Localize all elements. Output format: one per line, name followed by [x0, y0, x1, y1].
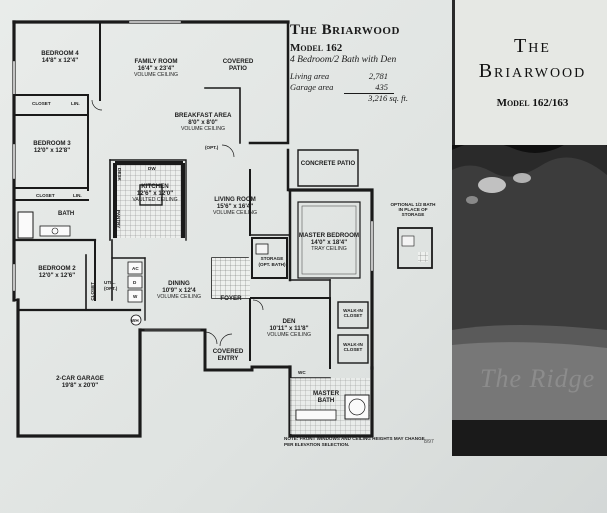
label-walkin-1: WALK-IN CLOSET [343, 308, 363, 318]
label-w: W [133, 294, 138, 299]
label-storage: STORAGE [260, 256, 284, 261]
label-pantry: PANTRY [116, 210, 121, 229]
label-walkin-2: WALK-IN CLOSET [343, 342, 363, 352]
room-covered-patio: COVERED PATIO [222, 58, 254, 72]
landscape-photo [452, 131, 607, 456]
label-wc: WC [298, 370, 306, 375]
brand-panel-header: The Briarwood Model 162/163 [452, 0, 607, 145]
label-util-opt: (OPT.) [104, 286, 118, 291]
label-lin-1: LIN. [71, 101, 80, 106]
room-covered-entry: COVERED ENTRY [212, 348, 244, 362]
label-ac: AC [132, 266, 139, 271]
label-closet-1: CLOSET [32, 101, 51, 106]
model-number: Model 162 [290, 42, 343, 54]
brand-model: Model 162/163 [496, 97, 569, 109]
label-closet-2: CLOSET [36, 193, 55, 198]
room-concrete-patio: CONCRETE PATIO [300, 160, 356, 167]
label-closet-bed2: CLOSET [90, 282, 95, 301]
label-opt-door: (OPT.) [205, 145, 219, 150]
label-d: D [133, 280, 137, 285]
footer-note: NOTE: FRONT WINDOWS AND CEILING HEIGHTS … [284, 436, 425, 447]
title-block: The Briarwood Model 162 4 Bedroom/2 Bath… [290, 22, 440, 104]
label-bath: BATH [58, 211, 75, 217]
brand-panel: The Briarwood Model 162/163 The Ridge [452, 0, 607, 456]
date-code: 8/97 [424, 439, 434, 445]
label-dw: DW [148, 166, 156, 171]
label-storage-opt: (OPT. BATH) [258, 262, 286, 267]
room-master-bath: MASTER BATH [312, 390, 340, 404]
floor-plan [12, 20, 433, 438]
label-wh: WH [131, 318, 139, 323]
label-desk: DESK [117, 168, 122, 181]
room-foyer: FOYER [220, 295, 242, 302]
brand-title: The Briarwood [478, 35, 587, 82]
the-ridge-logo: The Ridge [480, 364, 596, 393]
area-row-total: 3,216 sq. ft. [290, 93, 440, 104]
model-description: 4 Bedroom/2 Bath with Den [290, 55, 397, 65]
label-lin-2: LIN. [73, 193, 82, 198]
page-title: The Briarwood [290, 22, 400, 38]
optional-half-bath-note: OPTIONAL 1/2 BATH IN PLACE OF STORAGE [390, 202, 436, 217]
label-util: UTIL. [104, 280, 116, 285]
